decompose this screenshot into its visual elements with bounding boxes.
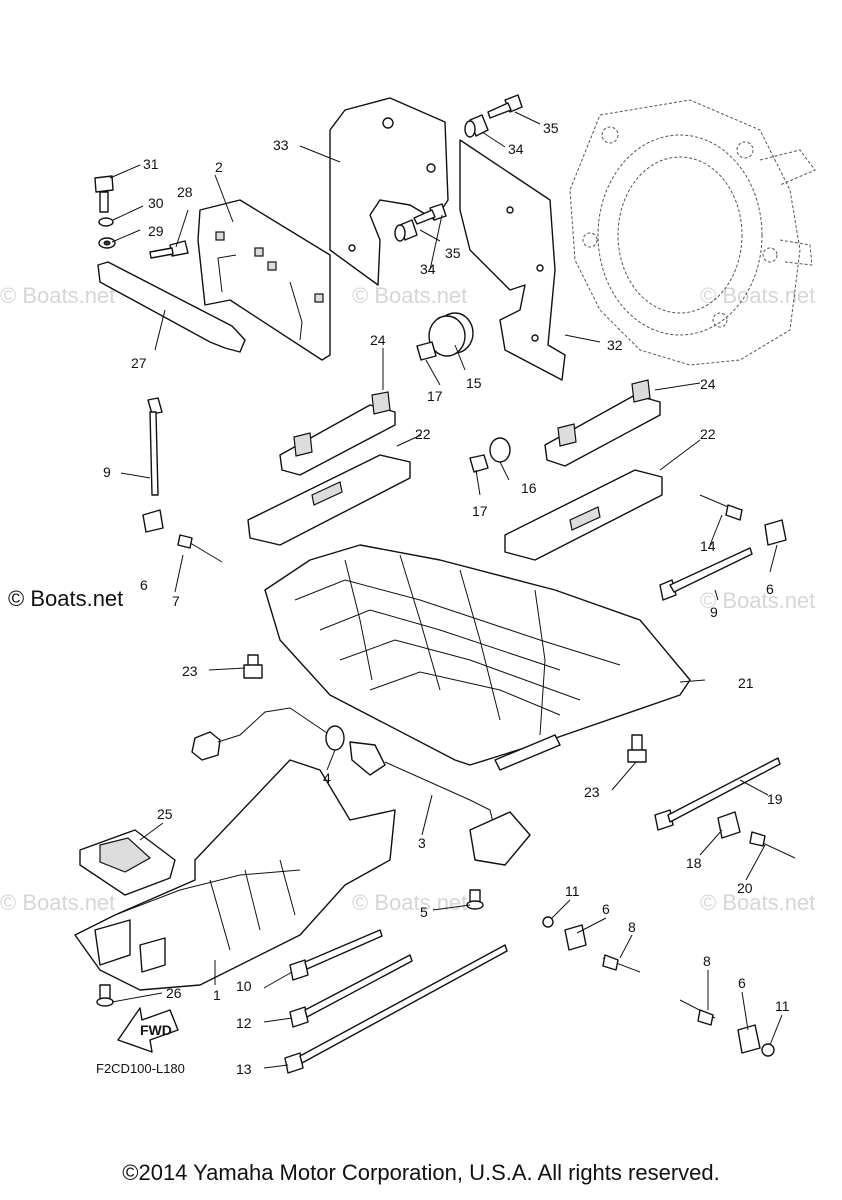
watermark-faint: © Boats.net — [700, 890, 815, 915]
frame-21 — [264, 544, 691, 771]
callout-label: 4 — [323, 770, 331, 786]
watermark-faint: © Boats.net — [0, 283, 115, 308]
callout-label: 22 — [700, 426, 716, 442]
washer-16 — [469, 437, 511, 473]
bolts-23 — [243, 654, 647, 763]
callout-label: 23 — [584, 784, 600, 800]
callout-label: 19 — [767, 791, 783, 807]
bolt-5 — [466, 889, 484, 910]
callout-label: 10 — [236, 978, 252, 994]
clips-and-rivets — [142, 494, 796, 1057]
callout-label: 5 — [420, 904, 428, 920]
callout-label: 17 — [472, 503, 488, 519]
callout-label: 6 — [602, 901, 610, 917]
callout-label: 28 — [177, 184, 193, 200]
callout-label: 23 — [182, 663, 198, 679]
callout-label: 11 — [775, 998, 790, 1014]
callout-label: 26 — [166, 985, 182, 1001]
callout-label: 35 — [543, 120, 559, 136]
callout-labels: 1 2 3 4 5 6 6 6 6 7 8 8 9 9 10 11 11 12 … — [103, 120, 790, 1077]
callout-label: 24 — [370, 332, 386, 348]
mount-24-22-left — [247, 391, 411, 546]
callout-label: 6 — [766, 581, 774, 597]
copyright-notice: ©2014 Yamaha Motor Corporation, U.S.A. A… — [122, 1160, 720, 1185]
callout-label: 31 — [143, 156, 159, 172]
callout-label: 1 — [213, 987, 221, 1003]
callout-label: 20 — [737, 880, 753, 896]
engine-outline — [569, 99, 816, 366]
bracket-plate-32 — [459, 139, 566, 381]
callout-label: 8 — [703, 953, 711, 969]
callout-label: 32 — [607, 337, 623, 353]
callout-label: 6 — [140, 577, 148, 593]
callout-label: 25 — [157, 806, 173, 822]
callout-label: 6 — [738, 975, 746, 991]
callout-label: 18 — [686, 855, 702, 871]
cable-ties — [147, 397, 781, 1074]
callout-label: 9 — [710, 604, 718, 620]
watermark-faint: © Boats.net — [0, 890, 115, 915]
fasteners-top-left — [94, 175, 189, 259]
bolt-26 — [96, 984, 114, 1007]
mounting-plate-2 — [197, 199, 331, 361]
callout-label: 11 — [565, 883, 580, 899]
callout-label: 24 — [700, 376, 716, 392]
watermark-faint: © Boats.net — [700, 588, 815, 613]
leader-lines — [109, 111, 783, 1069]
callout-label: 12 — [236, 1015, 252, 1031]
callout-label: 30 — [148, 195, 164, 211]
callout-label: 22 — [415, 426, 431, 442]
callout-label: 29 — [148, 223, 164, 239]
watermark-faint: © Boats.net — [700, 283, 815, 308]
callout-label: 8 — [628, 919, 636, 935]
bracket-plate-33 — [329, 97, 449, 286]
callout-label: 15 — [466, 375, 482, 391]
callout-label: 13 — [236, 1061, 252, 1077]
watermark: © Boats.net — [8, 586, 124, 611]
intake-duct-1 — [74, 759, 396, 991]
callout-label: 27 — [131, 355, 147, 371]
watermark-faint: © Boats.net — [352, 890, 467, 915]
mount-24-22-right — [504, 379, 663, 561]
callout-label: 33 — [273, 137, 289, 153]
callout-label: 9 — [103, 464, 111, 480]
watermark-faint: © Boats.net — [352, 283, 467, 308]
diagram-code: F2CD100-L180 — [96, 1061, 185, 1076]
callout-label: 7 — [172, 593, 180, 609]
callout-label: 34 — [508, 141, 524, 157]
callout-label: 35 — [445, 245, 461, 261]
mount-25 — [79, 829, 176, 896]
fwd-arrow-icon: FWD — [117, 1007, 179, 1053]
callout-label: 21 — [738, 675, 754, 691]
damper-15 — [416, 312, 474, 361]
strap-27 — [97, 261, 246, 353]
callout-label: 16 — [521, 480, 537, 496]
fwd-label: FWD — [140, 1022, 172, 1038]
callout-label: 14 — [700, 538, 716, 554]
callout-label: 2 — [215, 159, 223, 175]
sensor-cable-3 — [191, 707, 531, 866]
callout-label: 34 — [420, 261, 436, 277]
callout-label: 3 — [418, 835, 426, 851]
callout-label: 17 — [427, 388, 443, 404]
